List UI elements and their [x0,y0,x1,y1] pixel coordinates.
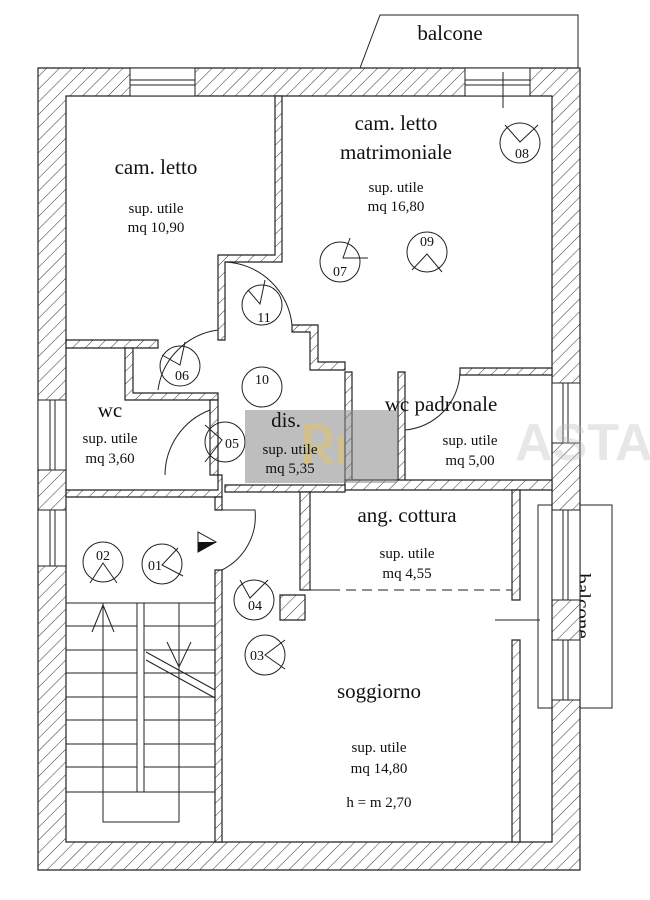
photo-point-number: 11 [257,311,270,326]
room-name: cam. letto [355,111,438,135]
room-area: mq 10,90 [128,220,185,236]
photo-point-number: 08 [515,147,529,162]
balcony-top: balcone [359,14,579,69]
photo-point-02[interactable]: 02 [82,541,124,584]
photo-point-08[interactable]: 08 [499,122,541,164]
outer-walls [37,67,581,871]
photo-point-number: 07 [333,265,347,280]
photo-point-01[interactable]: 01 [141,543,184,585]
room-area: mq 3,60 [85,451,134,467]
photo-point-number: 10 [255,373,269,388]
room-name: dis. [271,408,301,432]
watermark-asta: ASTA [515,414,650,472]
room-area: mq 16,80 [368,199,425,215]
staircase [66,602,216,823]
photo-point-number: 09 [420,235,434,250]
room-ang-cottura: ang. cottura sup. utile mq 4,55 [357,503,457,582]
room-sup-label: sup. utile [443,433,498,449]
photo-point-number: 06 [175,369,189,384]
photo-point-09[interactable]: 09 [406,231,448,273]
room-sup-label: sup. utile [380,546,435,562]
photo-point-07[interactable]: 07 [319,237,368,283]
photo-point-11[interactable]: 11 [241,279,283,326]
photo-point-10[interactable]: 10 [241,366,283,408]
room-sup-label: sup. utile [352,740,407,756]
room-name: ang. cottura [357,503,457,527]
watermark-ri [245,410,397,483]
room-area: mq 4,55 [382,566,431,582]
room-sup-label: sup. utile [83,431,138,447]
room-area: mq 5,00 [445,453,494,469]
photo-point-number: 02 [96,549,110,564]
photo-point-03[interactable]: 03 [244,634,286,676]
photo-points: 01 02 03 04 05 06 07 08 09 10 11 [82,72,541,676]
room-soggiorno: soggiorno sup. utile mq 14,80 h = m 2,70 [337,679,421,811]
room-sup-label: sup. utile [369,180,424,196]
photo-point-06[interactable]: 06 [159,341,201,387]
room-name: soggiorno [337,679,421,703]
room-wc-padronale: wc padronale sup. utile mq 5,00 [385,392,498,469]
photo-point-number: 05 [225,437,239,452]
room-wc: wc sup. utile mq 3,60 [83,398,138,467]
balcony-top-label: balcone [417,21,482,45]
room-name: cam. letto [115,155,198,179]
photo-point-number: 01 [148,559,162,574]
photo-point-number: 03 [250,649,264,664]
room-name: matrimoniale [340,140,452,164]
doors [157,261,540,621]
photo-point-number: 04 [248,599,262,614]
room-sup-label: sup. utile [129,201,184,217]
room-area: mq 14,80 [351,761,408,777]
photo-point-04[interactable]: 04 [233,579,275,621]
room-sup-label: sup. utile [263,442,318,458]
room-area: mq 5,35 [265,461,314,477]
room-name: wc padronale [385,392,498,416]
ceiling-height: h = m 2,70 [346,795,411,811]
room-dis: dis. sup. utile mq 5,35 [263,408,318,477]
room-cam-letto-matrimoniale: cam. letto matrimoniale sup. utile mq 16… [340,111,452,215]
room-name: wc [98,398,123,422]
room-cam-letto: cam. letto sup. utile mq 10,90 [115,155,198,236]
